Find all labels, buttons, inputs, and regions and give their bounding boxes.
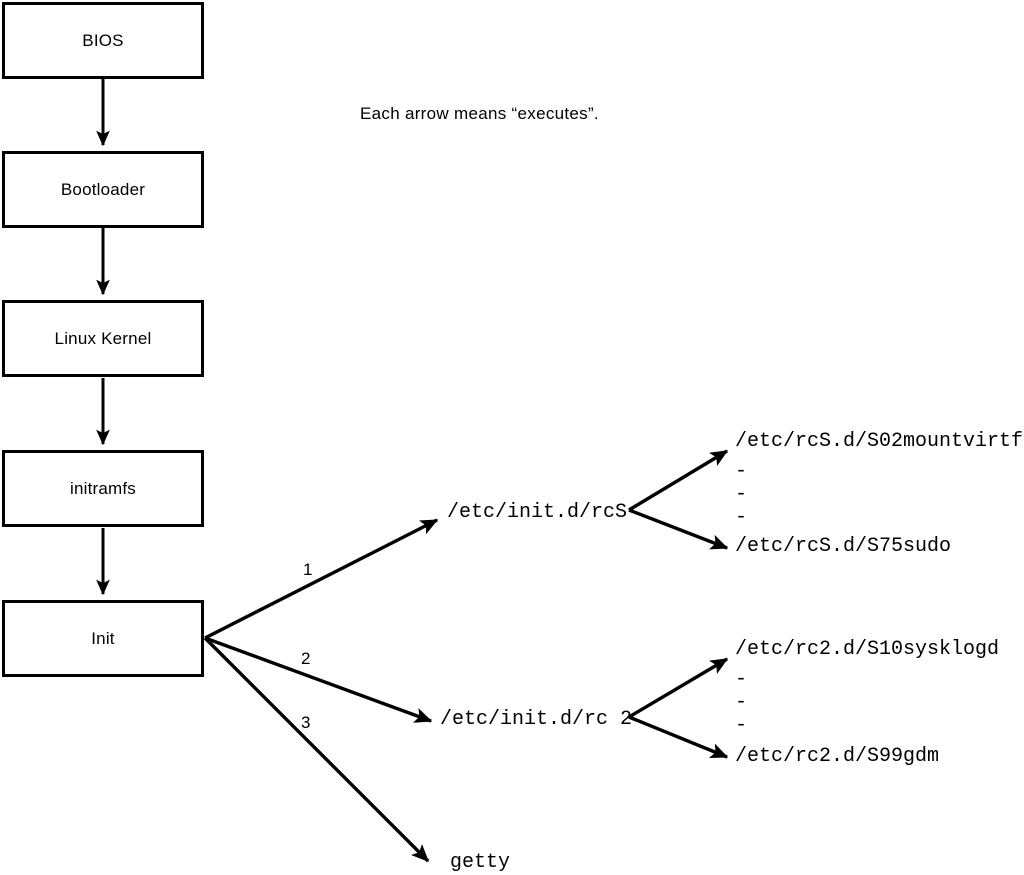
script-rcs-ellipsis-3: - (735, 506, 748, 529)
node-init[interactable]: Init (2, 600, 204, 677)
node-init-label: Init (91, 629, 115, 648)
node-bios[interactable]: BIOS (2, 2, 204, 79)
node-getty-label[interactable]: getty (450, 851, 511, 874)
node-rcs-label[interactable]: /etc/init.d/rcS (447, 501, 628, 524)
node-linux-kernel[interactable]: Linux Kernel (2, 300, 204, 377)
script-rc2-last[interactable]: /etc/rc2.d/S99gdm (735, 745, 940, 768)
script-rc2-first[interactable]: /etc/rc2.d/S10sysklogd (735, 638, 1000, 661)
edge-rcs-to-first (628, 449, 729, 512)
script-rc2-ellipsis-2: - (735, 691, 748, 714)
script-rcs-ellipsis-1: - (735, 460, 748, 483)
script-rcs-ellipsis-2: - (735, 483, 748, 506)
edge-rc2-to-last (628, 715, 729, 759)
node-initramfs-label: initramfs (69, 479, 137, 498)
node-initramfs[interactable]: initramfs (2, 450, 204, 527)
script-rc2-ellipsis-3: - (735, 714, 748, 737)
edge-init-to-rcs (204, 518, 439, 640)
edge-label-2: 2 (301, 649, 311, 668)
edge-rc2-to-first (628, 657, 729, 719)
edge-rcs-to-last (628, 508, 729, 550)
edge-label-3: 3 (301, 713, 311, 732)
caption-text: Each arrow means “executes”. (360, 104, 599, 123)
edge-init-to-getty (203, 636, 430, 863)
node-bootloader-label: Bootloader (60, 180, 146, 199)
node-bootloader[interactable]: Bootloader (2, 151, 204, 228)
edge-init-to-rc2 (204, 636, 433, 723)
edge-label-1: 1 (303, 560, 313, 579)
script-rcs-first[interactable]: /etc/rcS.d/S02mountvirtfs (735, 430, 1024, 453)
script-rc2-ellipsis-1: - (735, 668, 748, 691)
node-bios-label: BIOS (82, 31, 124, 50)
node-rc2-label[interactable]: /etc/init.d/rc 2 (440, 708, 633, 731)
node-linux-kernel-label: Linux Kernel (54, 329, 152, 348)
script-rcs-last[interactable]: /etc/rcS.d/S75sudo (735, 535, 952, 558)
